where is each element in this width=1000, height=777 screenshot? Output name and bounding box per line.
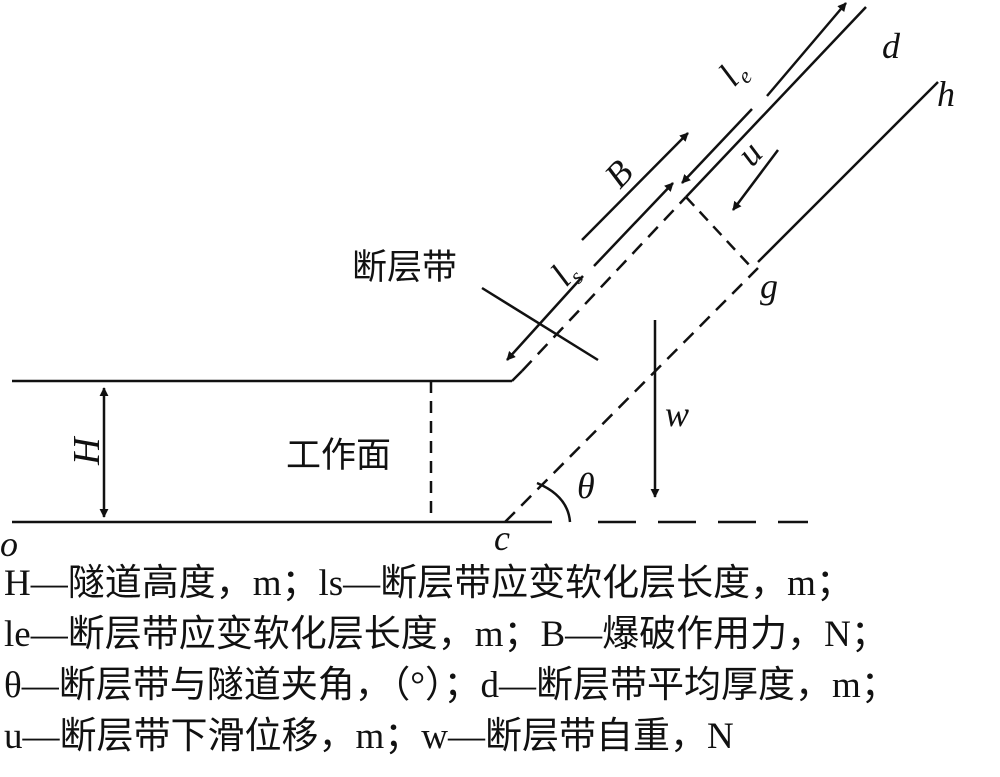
slide-displacement-arrow [732,149,779,211]
fault-line-dashed-lower [521,196,687,372]
le-arrow-down [681,108,753,184]
fault-line-upper [685,6,867,198]
fault-line-solid-lower [511,370,523,382]
label-d: d [882,26,901,66]
label-le: l e [711,59,758,94]
label-c: c [494,518,510,558]
ls-arrow-up [593,182,674,267]
label-working-face: 工作面 [286,436,391,476]
legend-line-2: le—断层带应变软化层长度，m；B—爆破作用力，N； [4,614,888,655]
legend-line-3: θ—断层带与隧道夹角，（°）；d—断层带平均厚度，m； [4,665,898,706]
ls-arrow-down [506,275,584,361]
legend-line-4: u—断层带下滑位移，m；w—断层带自重，N [4,716,734,757]
label-theta: θ [577,466,595,506]
label-h: h [937,74,955,114]
legend: H—隧道高度，m；ls—断层带应变软化层长度，m； le—断层带应变软化层长度，… [4,558,998,762]
perpendicular-dashed [685,196,753,269]
label-ls: l s [543,259,589,294]
label-o: o [0,524,18,560]
le-arrow-up [766,2,847,97]
label-g: g [760,266,778,306]
label-fault-zone: 断层带 [352,248,457,288]
blast-force-arrow [581,132,689,241]
fault-line-dashed-c [504,267,759,523]
diagram-svg: o c H w θ g d h u B l s l e 工作面 断层带 [0,2,955,560]
label-H: H [66,435,108,466]
fault-line-h [757,81,939,263]
label-w: w [665,394,689,434]
theta-arc [536,481,572,523]
legend-line-1: H—隧道高度，m；ls—断层带应变软化层长度，m； [4,563,853,604]
